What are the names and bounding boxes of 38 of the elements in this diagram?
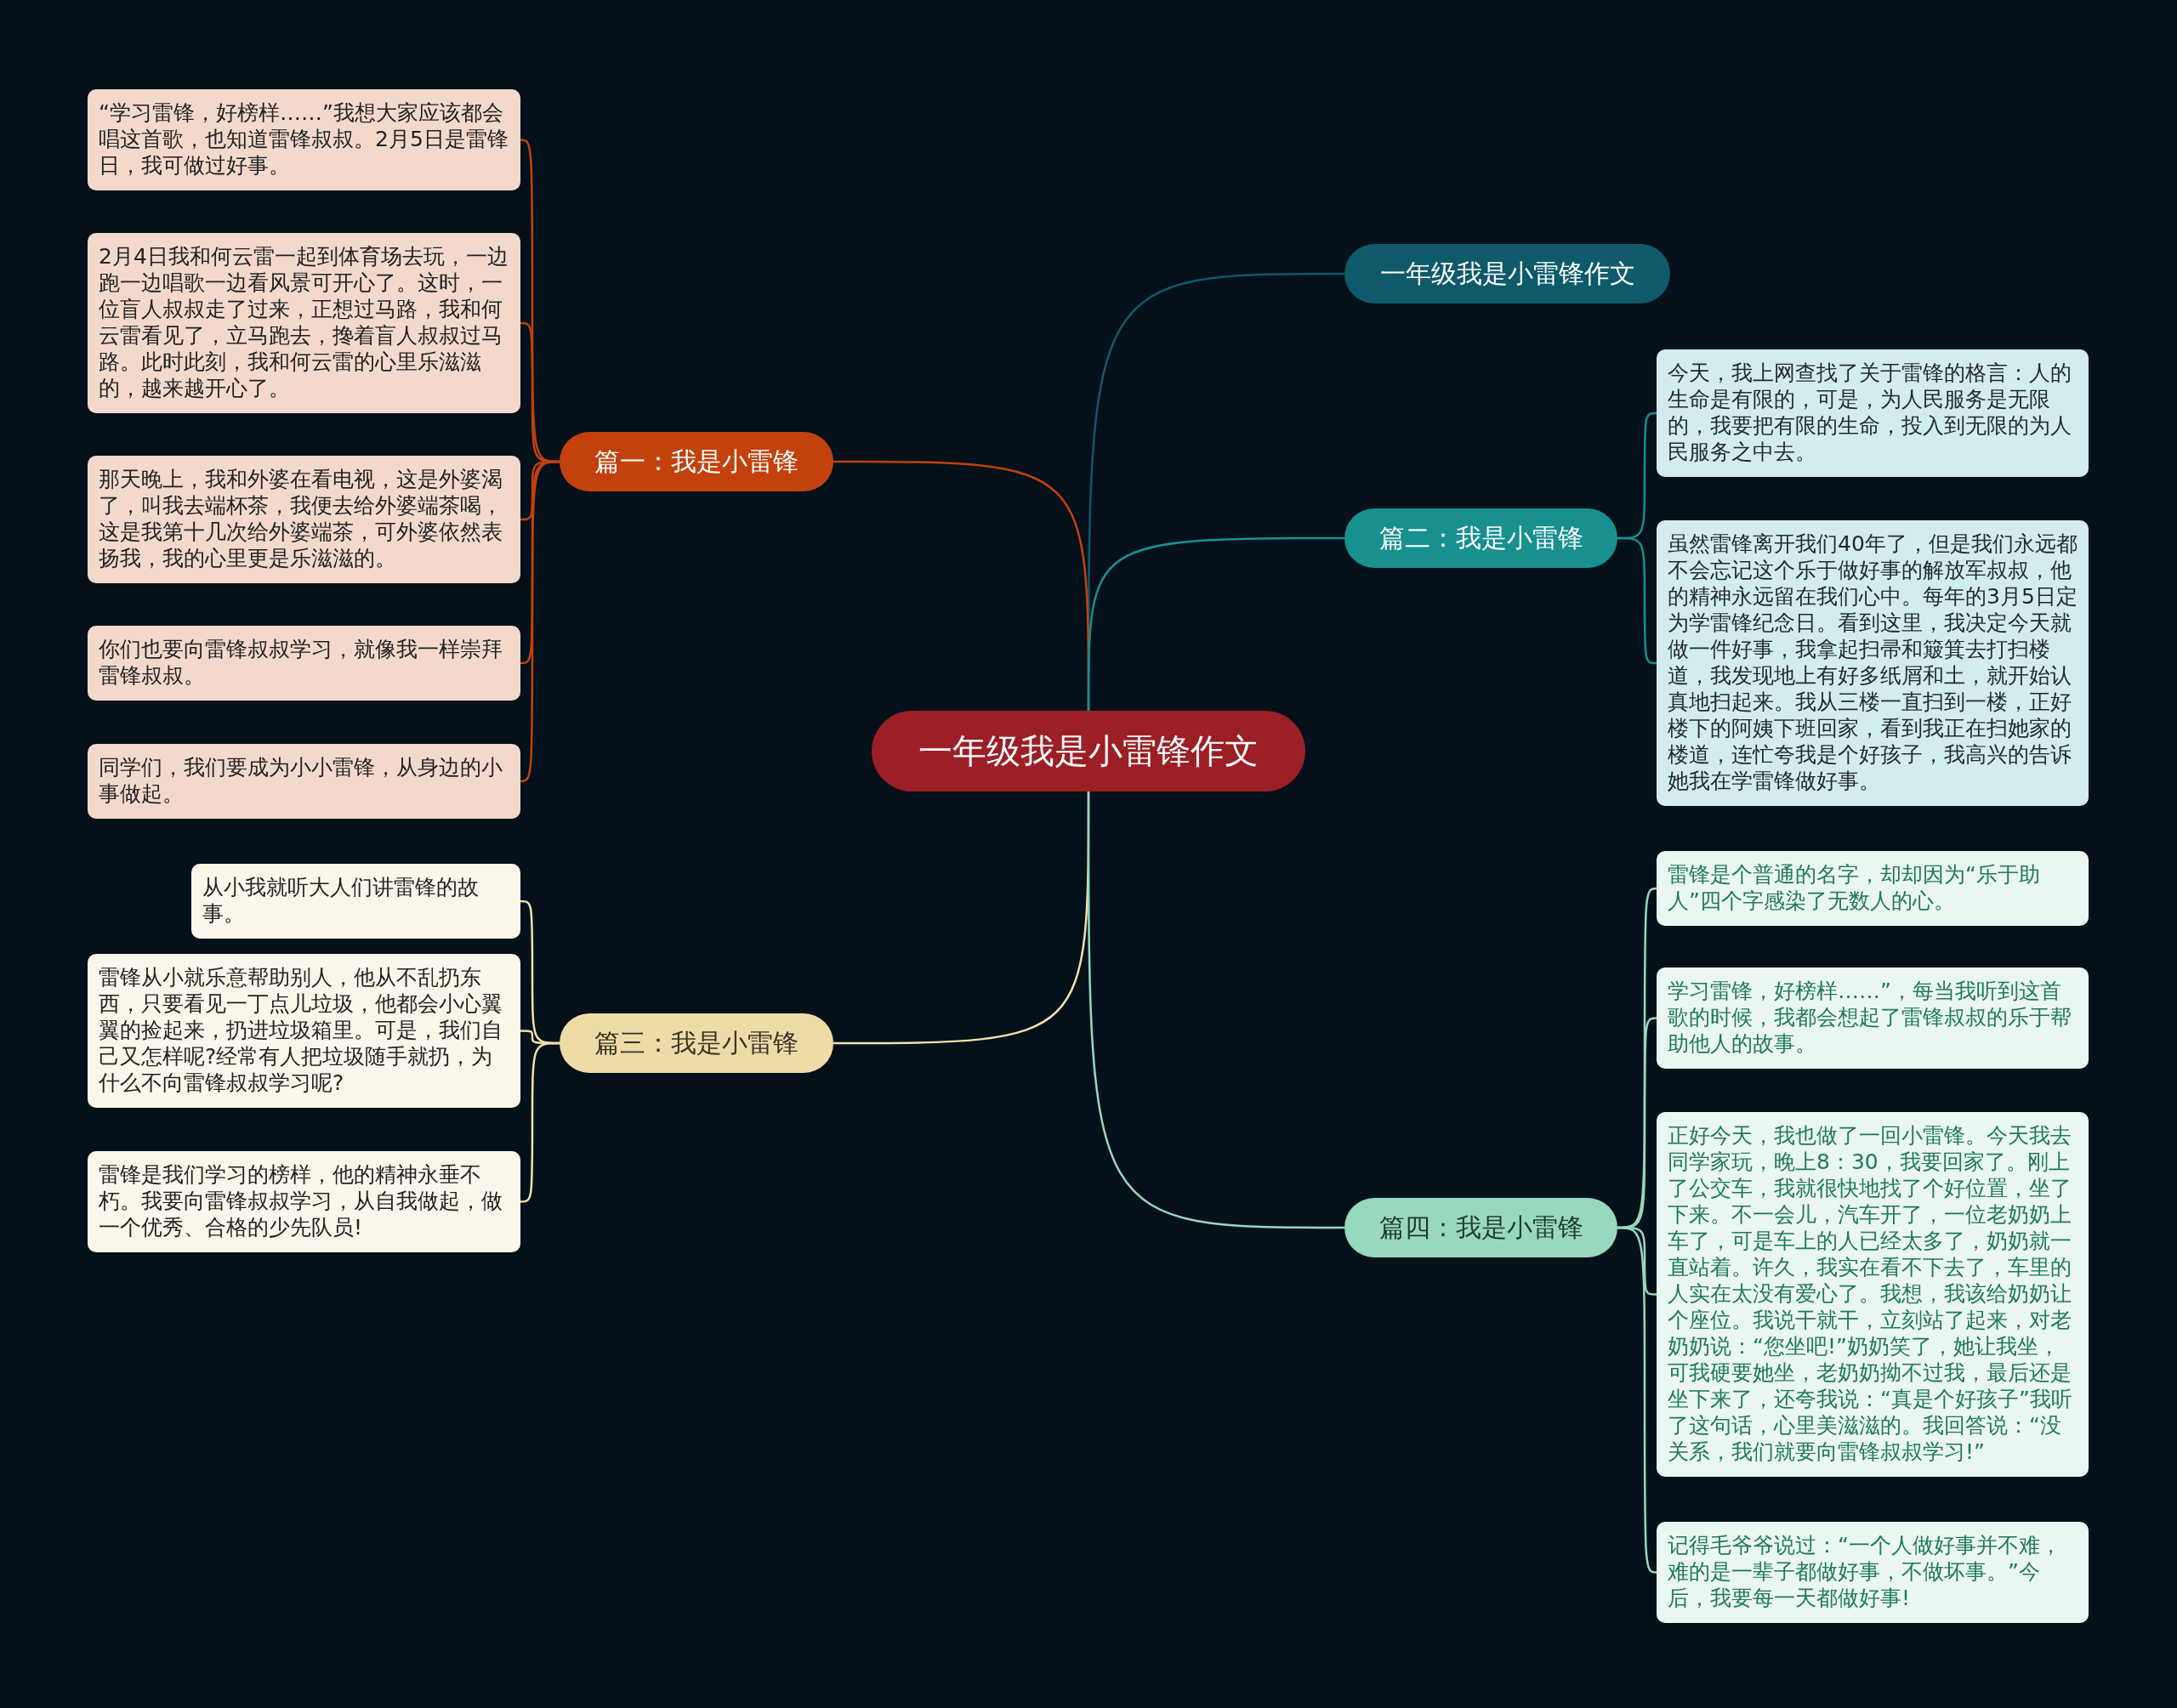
paragraph-text: 那天晚上，我和外婆在看电视，这是外婆渴了，叫我去端杯茶，我便去给外婆端茶喝，这是我第十几次给外婆端茶，可外婆依然表扬我，我的心里更是乐滋滋的。 bbox=[99, 466, 503, 571]
paragraph-text: 同学们，我们要成为小小雷锋，从身边的小事做起。 bbox=[99, 754, 503, 807]
text-card bbox=[88, 744, 520, 819]
paragraph-text: “学习雷锋，好榜样……”我想大家应该都会唱这首歌，也知道雷锋叔叔。2月5日是雷锋日，我可做过好事。 bbox=[99, 99, 509, 179]
text-card bbox=[88, 626, 520, 701]
text-card bbox=[1657, 967, 2089, 1069]
paragraph-text: 雷锋是我们学习的榜样，他的精神永垂不朽。我要向雷锋叔叔学习，从自我做起，做一个优秀、合格的少先队员! bbox=[99, 1161, 503, 1240]
topic-text: 篇二：我是小雷锋 bbox=[1378, 521, 1583, 554]
text-card bbox=[88, 89, 520, 190]
text-card bbox=[1657, 851, 2089, 926]
paragraph-text: 学习雷锋，好榜样……”，每当我听到这首歌的时候，我都会想起了雷锋叔叔的乐于帮助他人的故事。 bbox=[1668, 978, 2072, 1057]
text-card bbox=[1657, 349, 2089, 477]
paragraph-text: 今天，我上网查找了关于雷锋的格言：人的生命是有限的，可是，为人民服务是无限的，我要把有限的生命，投入到无限的为人民服务之中去。 bbox=[1668, 360, 2072, 465]
paragraph-text: 你们也要向雷锋叔叔学习，就像我一样崇拜雷锋叔叔。 bbox=[99, 636, 503, 689]
text-card bbox=[88, 233, 520, 413]
connector-line bbox=[520, 1041, 560, 1203]
paragraph-text: 虽然雷锋离开我们40年了，但是我们永远都不会忘记这个乐于做好事的解放军叔叔，他的精神永远留在我们心中。每年的3月5日定为学雷锋纪念日。看到这里，我决定今天就做一件好事，我拿起扫帚和簸箕去打扫楼道，我发现地上有好多纸屑和土，就开始认真地扫起来。我从三楼一直扫到一楼，正好楼下的阿姨下班回家，看到我正在扫她家的楼道，连忙夸我是个好孩子，我高兴的告诉她我在学雷锋做好事。 bbox=[1668, 531, 2078, 794]
paragraph-text: 雷锋从小就乐意帮助别人，他从不乱扔东西，只要看见一丁点儿垃圾，他都会小心翼翼的捡起来，扔进垃圾箱里。可是，我们自己又怎样呢?经常有人把垃圾随手就扔，为什么不向雷锋叔叔学习呢? bbox=[99, 964, 503, 1096]
topic-text: 一年级我是小雷锋作文 bbox=[1379, 257, 1635, 290]
connector-line bbox=[520, 460, 560, 783]
text-card bbox=[191, 864, 520, 939]
text-card bbox=[88, 1151, 520, 1252]
topic-text: 篇三：我是小雷锋 bbox=[594, 1026, 799, 1059]
paragraph-text: 雷锋是个普通的名字，却却因为“乐于助人”四个字感染了无数人的心。 bbox=[1668, 861, 2041, 914]
connector-line bbox=[1087, 536, 1344, 711]
text-card bbox=[88, 456, 520, 583]
connector-line bbox=[1617, 536, 1657, 665]
connector-line bbox=[1617, 1226, 1657, 1574]
text-card bbox=[1657, 1522, 2089, 1623]
paragraph-text: 记得毛爷爷说过：“一个人做好事并不难，难的是一辈子都做好事，不做坏事。”今后，我要每一天都做好事! bbox=[1668, 1532, 2062, 1611]
paragraph-text: 从小我就听大人们讲雷锋的故事。 bbox=[202, 874, 480, 927]
paragraph-text: 2月4日我和何云雷一起到体育场去玩，一边跑一边唱歌一边看风景可开心了。这时，一位盲人叔叔走了过来，正想过马路，我和何云雷看见了，立马跑去，搀着盲人叔叔过马路。此时此刻，我和何云雷的心里乐滋滋的，越来越开心了。 bbox=[99, 243, 509, 401]
connector-line bbox=[1087, 792, 1344, 1229]
topic-text: 一年级我是小雷锋作文 bbox=[918, 730, 1259, 772]
topic-text: 篇四：我是小雷锋 bbox=[1378, 1211, 1583, 1244]
text-card bbox=[88, 954, 520, 1108]
topic-text: 篇一：我是小雷锋 bbox=[594, 445, 799, 478]
paragraph-text: 正好今天，我也做了一回小雷锋。今天我去同学家玩，晚上8：30，我要回家了。刚上了公交车，我就很快地找了个好位置，坐了下来。不一会儿，汽车开了，一位老奶奶上车了，可是车上的人已经太多了，奶奶就一直站着。许久，我实在看不下去了，车里的人实在太没有爱心了。我想，我该给奶奶让个座位。我说干就干，立刻站了起来，对老奶奶说：“您坐吧!”奶奶笑了，她让我坐，可我硬要她坐，老奶奶拗不过我，最后还是坐下来了，还夸我说：“真是个好孩子”我听了这句话，心里美滋滋的。我回答说：“没关系，我们就要向雷锋叔叔学习!” bbox=[1668, 1122, 2073, 1465]
